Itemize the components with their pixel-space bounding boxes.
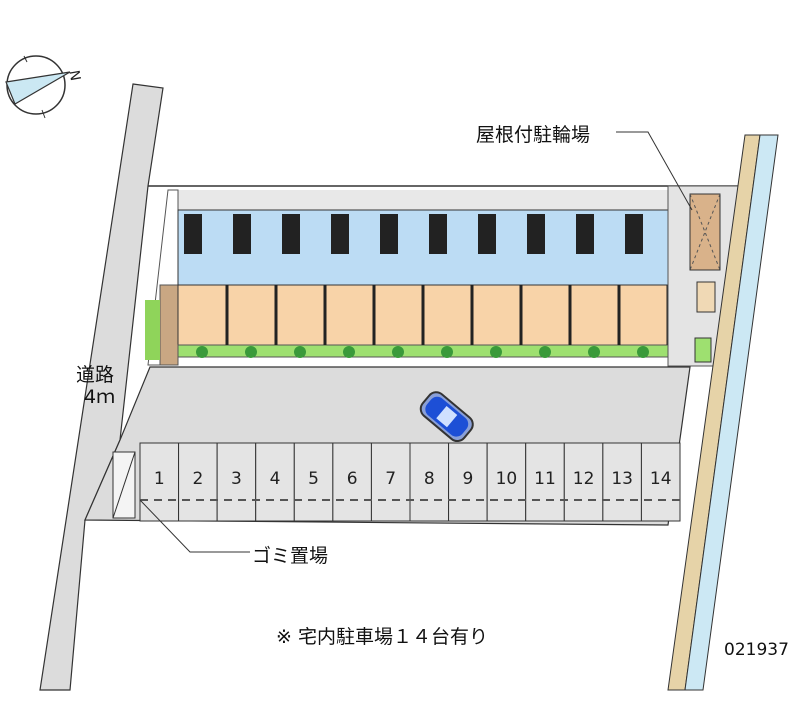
- parking-space-number: 11: [534, 469, 556, 489]
- unit-stair: [380, 214, 398, 254]
- parking-space: [332, 442, 372, 522]
- compass-north-label: N: [65, 69, 83, 82]
- parking-space: [255, 442, 295, 522]
- unit-stair: [429, 214, 447, 254]
- compass-icon: N: [5, 55, 83, 119]
- unit-stair: [282, 214, 300, 254]
- parking-space-number: 4: [270, 469, 281, 489]
- tree-icon: [539, 346, 551, 358]
- parking-space-number: 3: [231, 469, 242, 489]
- unit-stair: [184, 214, 202, 254]
- tree-icon: [490, 346, 502, 358]
- parking-space: [409, 442, 450, 522]
- shrubs: [145, 300, 160, 360]
- parking-space: [525, 442, 565, 522]
- parking-space-number: 10: [496, 469, 518, 489]
- unit-stair: [625, 214, 643, 254]
- parking-space: [602, 442, 642, 522]
- river: [684, 134, 779, 691]
- parking-space-number: 5: [308, 469, 319, 489]
- parking-space-number: 7: [385, 469, 396, 489]
- parking-space: [293, 442, 334, 522]
- parking-note: ※ 宅内駐車場１４台有り: [276, 626, 488, 648]
- parking-space-number: 12: [573, 469, 595, 489]
- tree-icon: [294, 346, 306, 358]
- car-icon: [419, 391, 474, 443]
- tree-icon: [343, 346, 355, 358]
- tree-icon: [392, 346, 404, 358]
- parking-space: [370, 442, 411, 522]
- tree-icon: [637, 346, 649, 358]
- tree-icon: [441, 346, 453, 358]
- parking-space-number: 9: [462, 469, 473, 489]
- parking-space-number: 6: [347, 469, 358, 489]
- bicycle-parking-label: 屋根付駐輪場: [476, 124, 591, 146]
- unit-stair: [478, 214, 496, 254]
- parking-space-number: 1: [154, 469, 165, 489]
- garbage-label: ゴミ置場: [252, 545, 329, 567]
- tree-icon: [588, 346, 600, 358]
- brick-wall: [159, 284, 179, 366]
- parking-space: [640, 442, 681, 522]
- road-label: 道路: [76, 364, 115, 386]
- unit-stair: [576, 214, 594, 254]
- parking-space-number: 14: [650, 469, 672, 489]
- parking-space: [178, 442, 218, 522]
- parking-space-number: 8: [424, 469, 435, 489]
- property-code: 021937: [724, 640, 789, 660]
- parking-space: [563, 442, 604, 522]
- unit-stair: [233, 214, 251, 254]
- parking-space: [486, 442, 527, 522]
- road-width-label: 4ｍ: [84, 386, 116, 408]
- parking-space-number: 2: [192, 469, 203, 489]
- unit-stair: [331, 214, 349, 254]
- tree-icon: [196, 346, 208, 358]
- tree-icon: [245, 346, 257, 358]
- unit-stair: [527, 214, 545, 254]
- parking-space-number: 13: [611, 469, 633, 489]
